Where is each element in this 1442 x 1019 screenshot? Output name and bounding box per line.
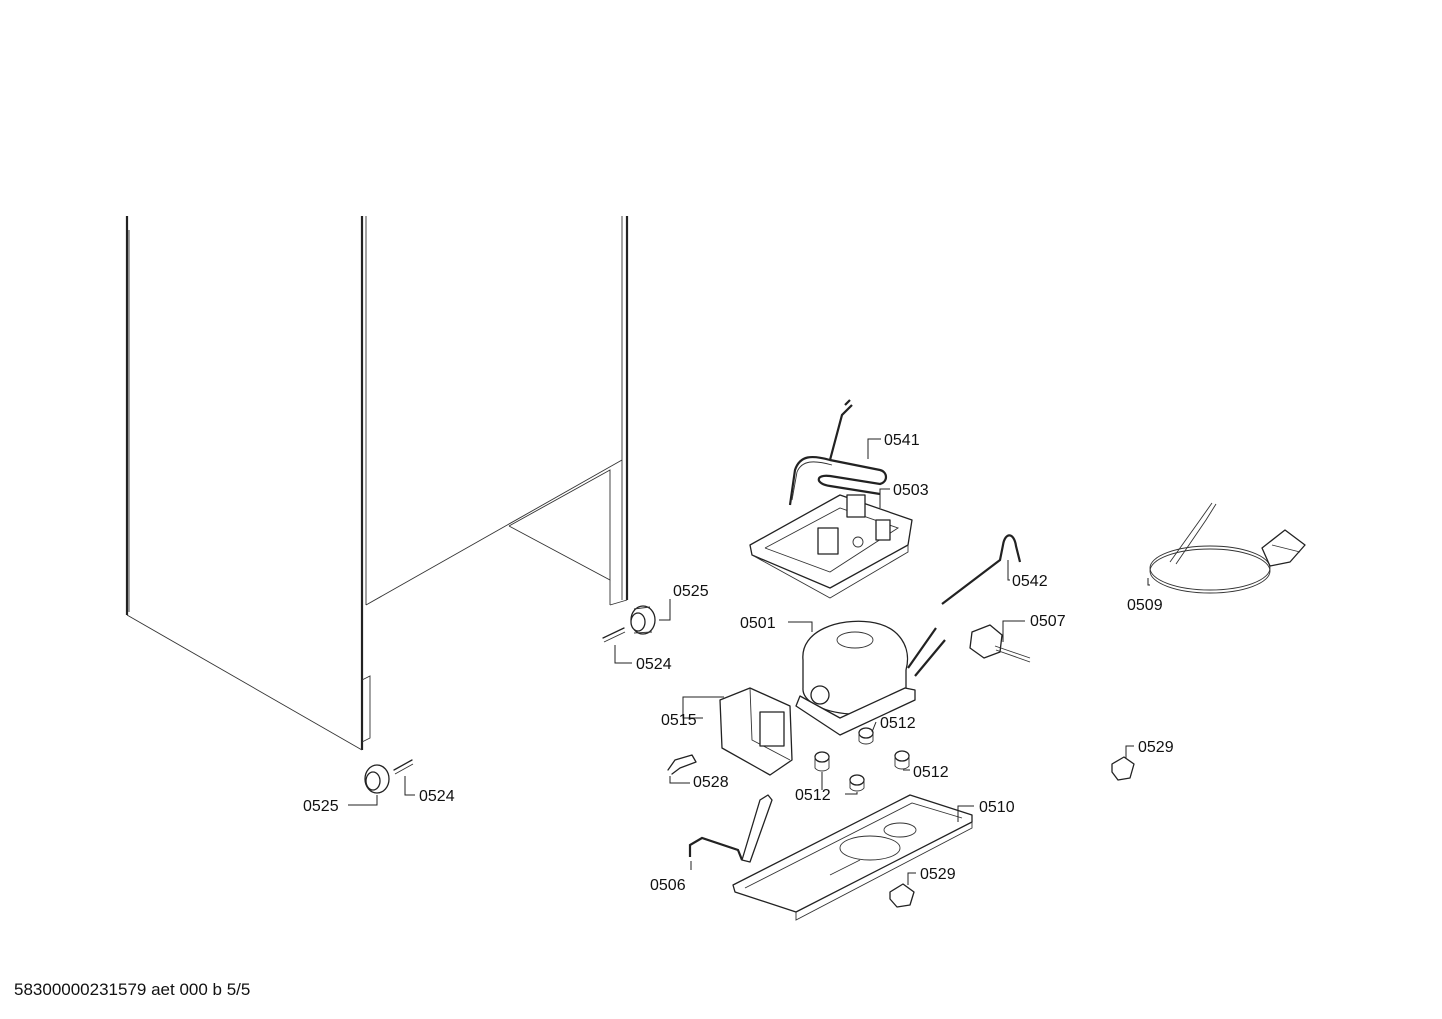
callout-0501: 0501 (740, 615, 776, 632)
holder-clip-bottom (889, 883, 915, 908)
callout-0512-a: 0512 (880, 715, 916, 732)
compressor (795, 620, 946, 736)
bent-tube (941, 534, 1022, 605)
callout-0506: 0506 (650, 877, 686, 894)
base-plate (732, 794, 973, 921)
grommet-c (849, 774, 865, 792)
capillary-sensor (688, 794, 773, 863)
callout-0524-upper: 0524 (636, 656, 672, 673)
holder-clip-right (1111, 756, 1135, 781)
heater-loop (788, 399, 888, 506)
callout-0503: 0503 (893, 482, 929, 499)
pin-upper (602, 627, 626, 643)
adjustable-foot-lower (364, 764, 390, 794)
callout-0542: 0542 (1012, 573, 1048, 590)
electronics-module (719, 687, 793, 776)
callout-0512-c: 0512 (913, 764, 949, 781)
grommet-a (858, 727, 874, 745)
grommet-d (894, 750, 910, 770)
pin-lower (393, 759, 414, 775)
grommet-b (814, 751, 830, 772)
adjustable-foot-upper (630, 605, 656, 635)
cabinet-body (125, 216, 629, 751)
compressor-cover-tray (749, 494, 913, 599)
callout-0528: 0528 (693, 774, 729, 791)
callout-0529-right: 0529 (1138, 739, 1174, 756)
callout-0507: 0507 (1030, 613, 1066, 630)
power-cord (1149, 502, 1306, 594)
callout-0510: 0510 (979, 799, 1015, 816)
starter-relay (969, 624, 1031, 663)
callout-0525-upper: 0525 (673, 583, 709, 600)
callout-0524-lower: 0524 (419, 788, 455, 805)
drawing-code: 58300000231579 aet 000 b 5/5 (14, 980, 251, 999)
callout-0509: 0509 (1127, 597, 1163, 614)
callout-0529-bottom: 0529 (920, 866, 956, 883)
callout-0541: 0541 (884, 432, 920, 449)
callout-0525-lower: 0525 (303, 798, 339, 815)
callout-0512-b: 0512 (795, 787, 831, 804)
callout-0515: 0515 (661, 712, 697, 729)
clip (667, 754, 697, 775)
leader-lines (348, 438, 1150, 885)
